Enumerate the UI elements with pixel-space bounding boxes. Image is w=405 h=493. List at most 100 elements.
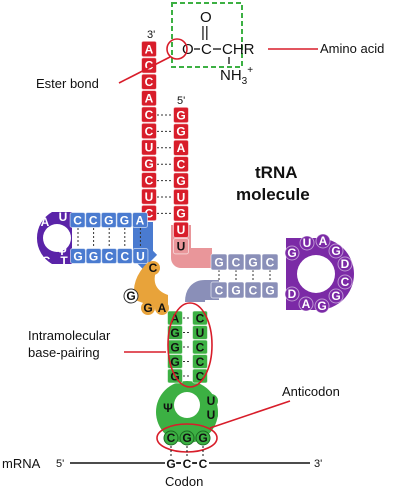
anticodon-stem-right-nucleotide: U <box>196 326 205 340</box>
anticodon-stem-left-nucleotide: G <box>170 340 179 354</box>
t-loop-nucleotide-circle <box>284 286 300 302</box>
anticodon-nucleotide: G <box>198 431 207 445</box>
mrna-label: mRNA <box>2 456 41 471</box>
anticodon-loop-right-nucleotide-circle <box>204 394 218 408</box>
base-pairing-lines <box>77 114 271 377</box>
t-arm-lower-nucleotide-box <box>210 281 228 299</box>
d-arm-lower-nucleotide: G <box>89 249 98 263</box>
anticodon-nucleotide: C <box>167 431 176 445</box>
ester-bond-label: Ester bond <box>36 76 99 91</box>
d-arm-lower-nucleotide-box <box>101 248 118 264</box>
acceptor-5-nucleotide-box <box>173 156 189 173</box>
codon-label: Codon <box>165 474 203 489</box>
acceptor-3-nucleotide: G <box>144 157 153 171</box>
acceptor-5-nucleotide-box <box>173 139 189 157</box>
anticodon-loop-right-nucleotide: U <box>207 394 216 408</box>
t-loop-nucleotide-circle <box>299 235 315 251</box>
carbonyl-oxygen: O <box>200 9 212 26</box>
d-arm-lower-nucleotide-box <box>132 248 149 264</box>
backbone-ribbon-lower <box>185 280 219 303</box>
anticodon-nucleotide-circle <box>195 430 211 446</box>
acceptor-5-nucleotide: A <box>177 141 186 155</box>
d-loop-nucleotide: U <box>59 210 68 224</box>
t-arm-lower-nucleotide: G <box>265 283 274 297</box>
acceptor-5-nucleotide: G <box>176 207 185 221</box>
acceptor-5-nucleotide: G <box>176 125 185 139</box>
anticodon-nucleotide-circle <box>163 430 179 446</box>
t-arm-lower-nucleotide: C <box>249 283 258 297</box>
variable-region-nucleotide: A <box>158 301 167 315</box>
acceptor-3-nucleotide-box <box>141 90 157 107</box>
acceptor-3-nucleotide: C <box>145 174 154 188</box>
variable-region-shape <box>133 262 168 312</box>
t-arm-lower-nucleotide: G <box>231 283 240 297</box>
intramolecular-label-line-1: Intramolecular <box>28 328 111 343</box>
t-arm-upper-nucleotide: G <box>248 255 257 269</box>
t-arm-upper-nucleotide: C <box>232 255 241 269</box>
variable-unpaired-nucleotide: G <box>126 289 135 303</box>
acceptor-5-nucleotide-box <box>173 123 189 140</box>
anticodon-stem-left-nucleotide: G <box>170 355 179 369</box>
d-arm-upper-nucleotide: A <box>136 213 145 227</box>
anticodon-loop-right-nucleotide-circle <box>204 408 218 422</box>
acceptor-3-nucleotide-box <box>141 188 157 205</box>
amino-acid-label: Amino acid <box>320 41 384 56</box>
codon-nucleotide: G <box>166 457 175 471</box>
amino-group: NH3+ <box>220 65 253 87</box>
anticodon-stem-right-nucleotide: C <box>196 369 205 383</box>
variable-unpaired-nucleotide-circle <box>123 288 139 304</box>
t-arm-upper-nucleotide: G <box>214 255 223 269</box>
anticodon-stem-right-nucleotide: C <box>196 311 205 325</box>
t-loop-nucleotide-circle <box>284 245 300 261</box>
t-arm-upper-nucleotide: C <box>266 255 275 269</box>
t-arm-lower-nucleotide-box <box>227 281 245 299</box>
mrna-5-prime-label: 5' <box>56 458 64 470</box>
acceptor-5-nucleotide: G <box>176 108 185 122</box>
t-arm-upper-nucleotide-box <box>244 253 262 271</box>
acceptor-3-nucleotide-box <box>141 106 157 123</box>
d-arm-lower-nucleotide: G <box>73 249 82 263</box>
acceptor-5-nucleotide-box <box>173 106 189 124</box>
t-arm-lower-nucleotide-box <box>244 281 262 299</box>
d-arm-lower-nucleotide-box <box>70 248 86 264</box>
t-loop-nucleotide: C <box>341 275 350 289</box>
d-arm-joint-nucleotide-circle <box>146 261 160 275</box>
t-loop-nucleotide: G <box>331 244 340 258</box>
variable-region-nucleotide: G <box>143 301 152 315</box>
d-arm-upper-nucleotide-box <box>85 212 102 228</box>
t-arm-upper-nucleotide-box <box>261 253 279 271</box>
d-arm-upper-nucleotide: G <box>120 213 129 227</box>
carbonyl-carbon: C <box>201 41 212 58</box>
acceptor-3-nucleotide-box <box>141 139 157 156</box>
acceptor-5-nucleotide: G <box>176 174 185 188</box>
acceptor-3-nucleotide: C <box>145 75 154 89</box>
t-loop-nucleotide: G <box>287 246 296 260</box>
t-arm-lower-nucleotide: C <box>215 283 224 297</box>
anticodon-stem-left-nucleotide: G <box>170 326 179 340</box>
acceptor-5-nucleotide-box <box>173 205 189 222</box>
t-loop-nucleotide-circle <box>328 288 344 304</box>
ester-bond-circle <box>166 38 188 60</box>
codon-nucleotide: C <box>183 457 192 471</box>
anticodon-nucleotide-circle <box>179 430 195 446</box>
acceptor-3-nucleotide-box <box>141 73 157 90</box>
t-arm-lower-nucleotide-box <box>261 281 279 299</box>
anticodon-label: Anticodon <box>282 384 340 399</box>
t-loop-nucleotide-circle <box>298 296 314 312</box>
anticodon-loop-hole <box>174 392 200 418</box>
d-arm-upper-nucleotide-box <box>69 212 86 228</box>
acceptor-5-nucleotide: U <box>177 190 186 204</box>
d-arm-lower-nucleotide-box <box>116 248 133 264</box>
d-loop-nucleotide: A <box>41 215 50 229</box>
variable-region-nucleotide-circle <box>155 301 169 315</box>
acceptor-3-nucleotide-box <box>141 155 157 173</box>
acceptor-3-nucleotide: U <box>145 141 154 155</box>
